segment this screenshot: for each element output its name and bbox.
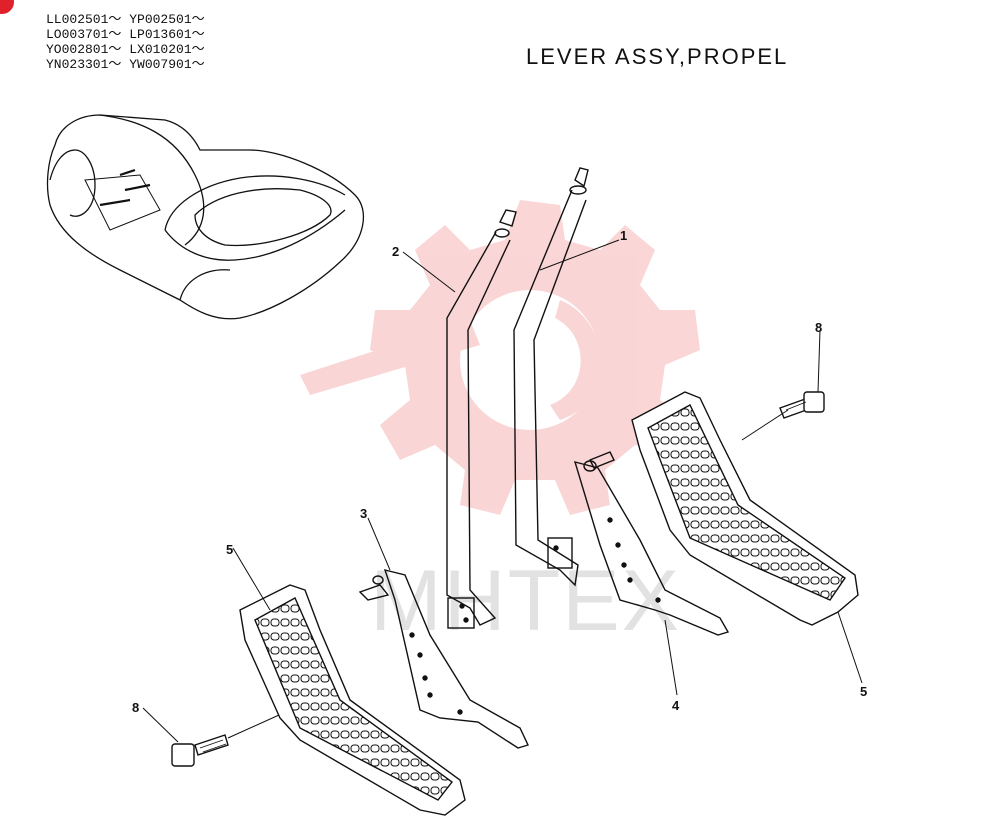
serial-range-1: LL002501～ YP002501～: [46, 12, 205, 27]
watermark-gear-icon: [300, 200, 700, 515]
callout-2: 2: [392, 244, 399, 259]
pedal-5-right: [631, 391, 859, 626]
callout-1: 1: [620, 228, 627, 243]
bracket-4: [573, 451, 730, 636]
serial-range-3: YO002801～ LX010201～: [46, 42, 205, 57]
leader-lines: [142, 239, 863, 743]
callout-5-left: 5: [226, 542, 233, 557]
serial-range-2: LO003701～ LP013601～: [46, 27, 205, 42]
lever-2: [446, 209, 517, 629]
bolt-8-right: [779, 391, 825, 419]
serial-range-4: YN023301～ YW007901～: [46, 57, 205, 72]
bracket-3: [358, 569, 529, 749]
callout-8-right: 8: [815, 320, 822, 335]
callout-3: 3: [360, 506, 367, 521]
watermark-text: MHTEX: [370, 553, 681, 649]
callout-5-right: 5: [860, 684, 867, 699]
bolt-8-left: [171, 734, 229, 767]
callout-8-left: 8: [132, 700, 139, 715]
page-title: LEVER ASSY,PROPEL: [526, 44, 789, 69]
callout-4: 4: [672, 698, 680, 713]
machine-console-icon: [46, 114, 365, 320]
lever-1: [513, 167, 589, 587]
pedal-5-left: [239, 584, 466, 816]
